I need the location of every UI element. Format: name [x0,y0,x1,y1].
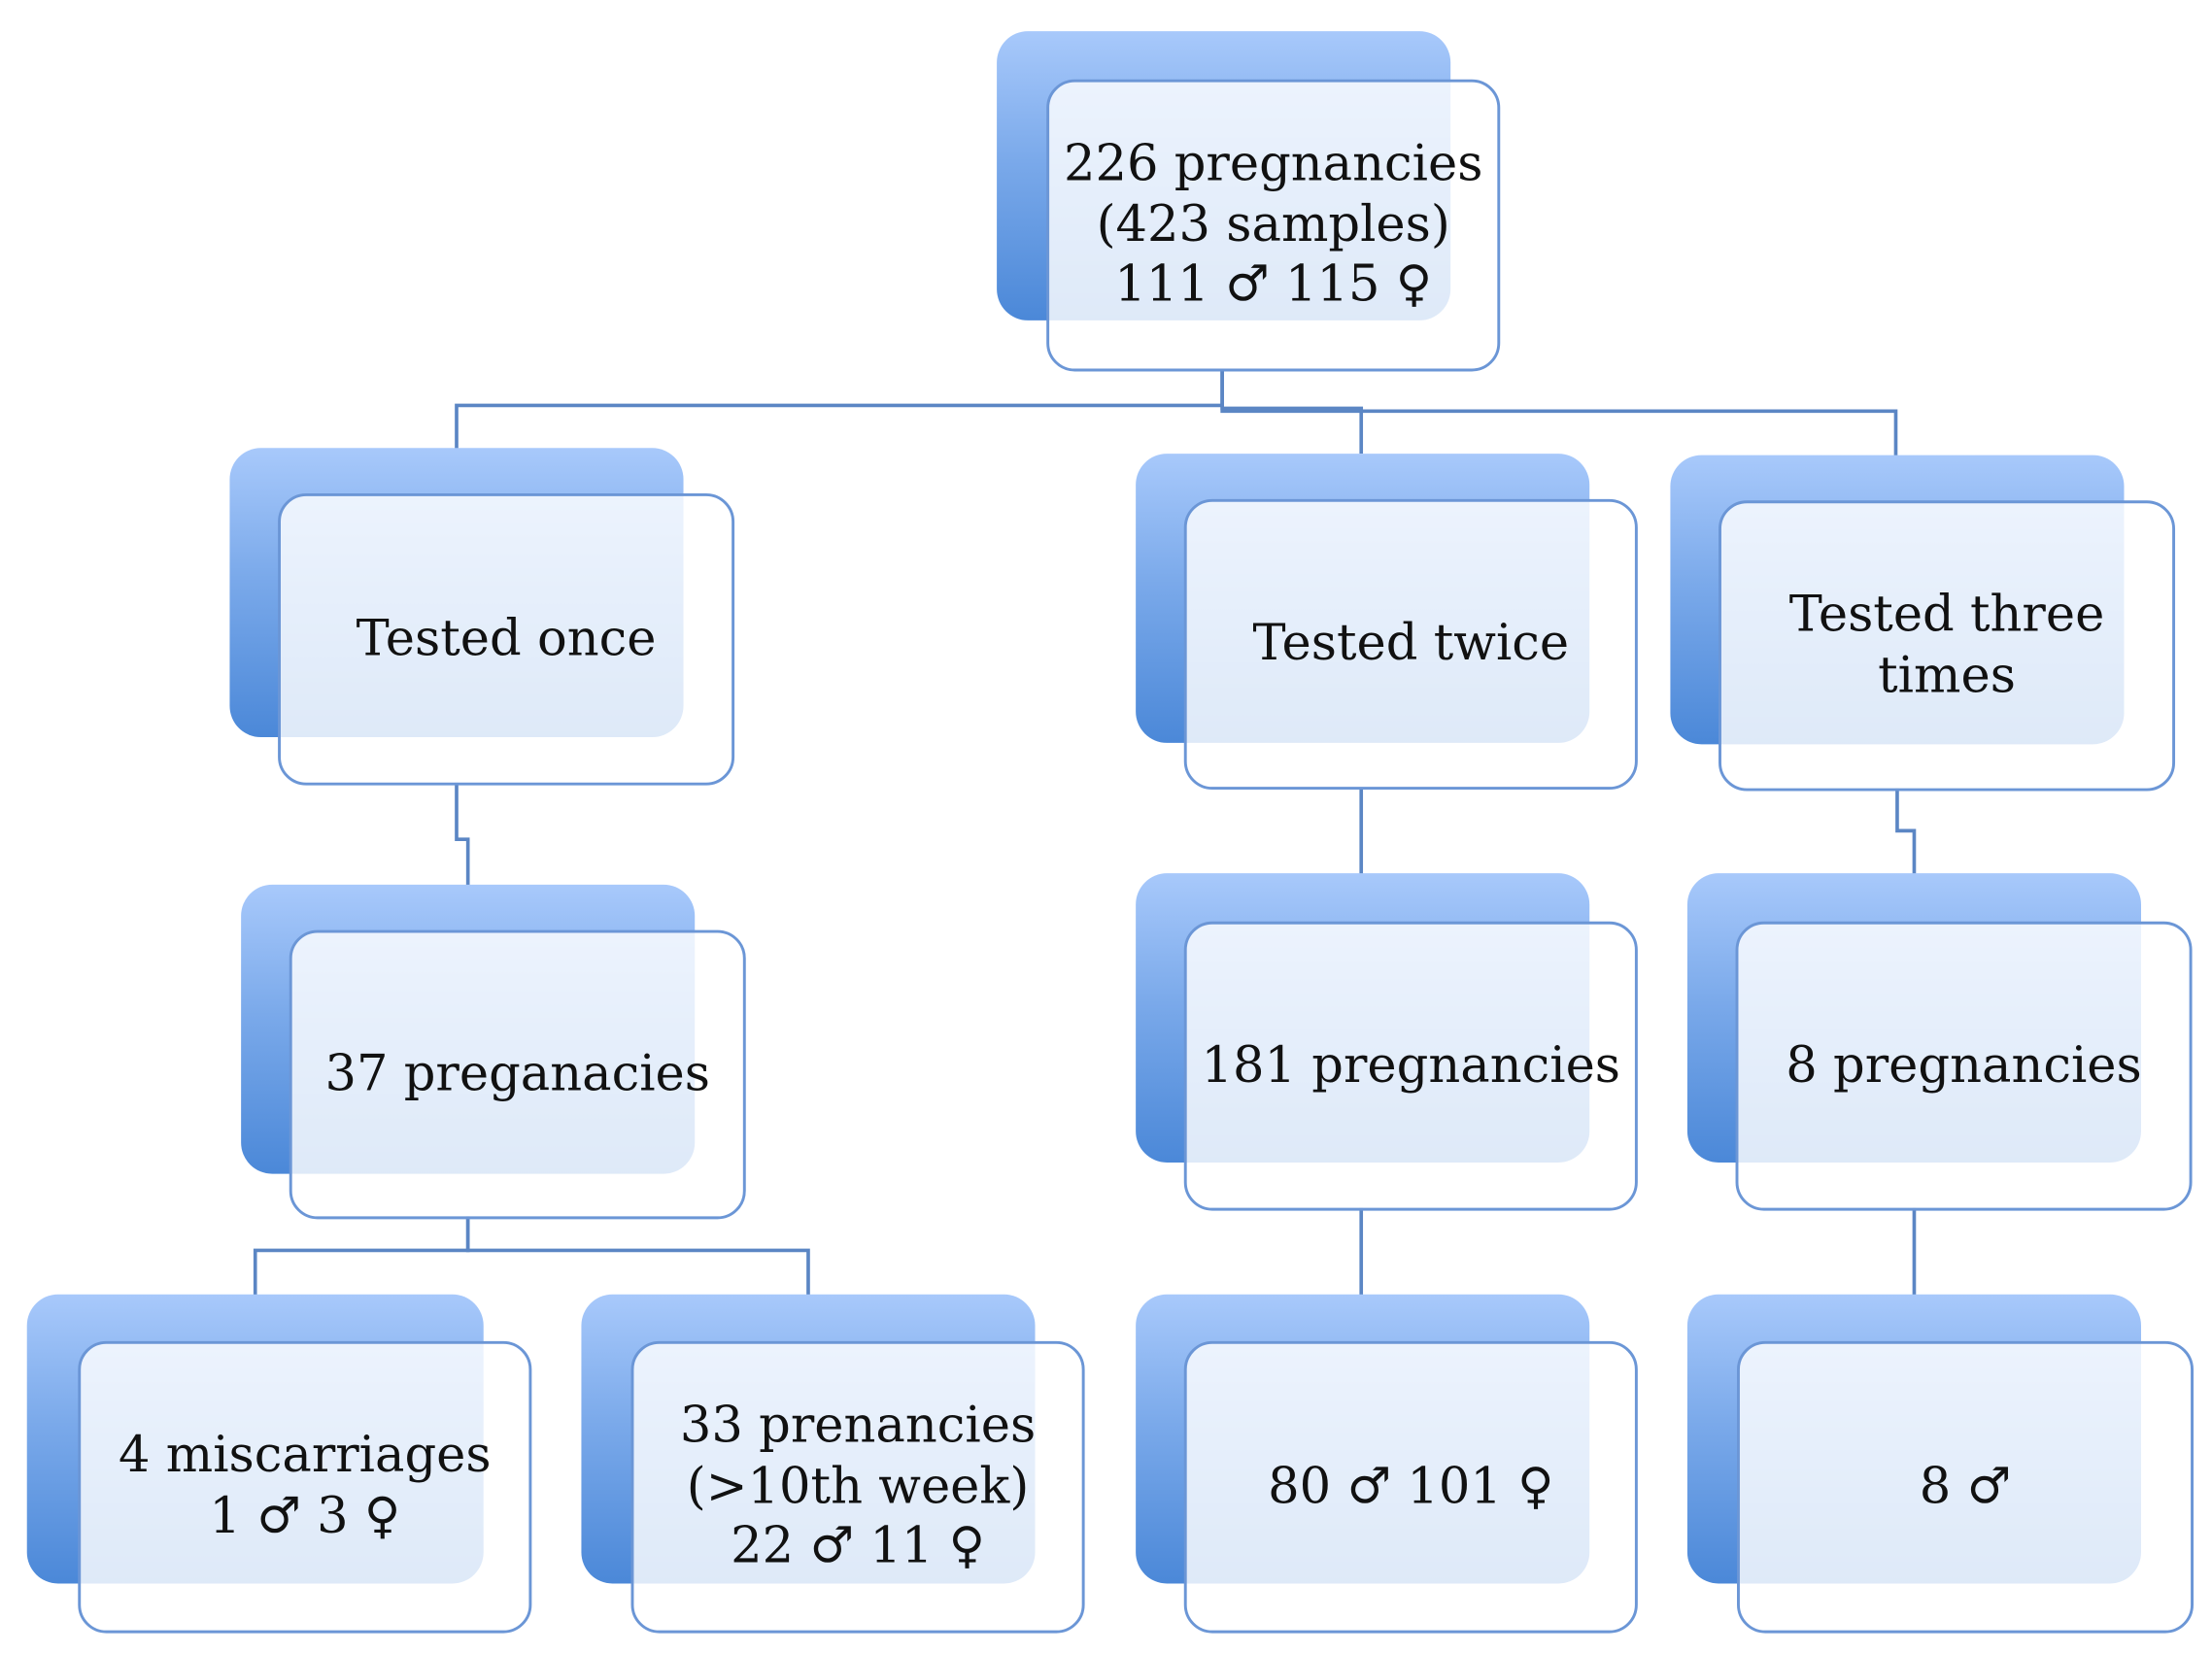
connector-three-to-preg [1895,788,1917,877]
node-181-pregnancies-label: 181 pregnancies [1201,1036,1621,1095]
node-8-pregnancies-label: 8 pregnancies [1786,1036,2142,1095]
node-root-label: 226 pregnancies (423 samples) 111 ♂ 115 … [1063,136,1483,315]
node-37-pregnancies-label: 37 preganacies [324,1045,711,1103]
connector-preg-to-prenancies [465,1216,810,1298]
node-tested-twice-label: Tested twice [1252,615,1570,673]
node-33-prenancies-label: 33 prenancies (>10th week) 22 ♂ 11 ♀ [679,1398,1037,1576]
node-three-sex-split-label: 8 ♂ [1919,1458,2012,1515]
node-miscarriages-label: 4 miscarriages 1 ♂ 3 ♀ [119,1428,492,1546]
connector-preg-to-miscarriages [253,1216,470,1298]
connector-root-to-once [455,371,1224,452]
node-tested-three-times-label: Tested three times [1788,587,2105,704]
node-twice-sex-split-label: 80 ♂ 101 ♀ [1268,1458,1554,1515]
node-tested-once-label: Tested once [356,610,657,668]
connector-root-to-three [1220,371,1898,457]
connector-once-to-preg [455,782,470,888]
